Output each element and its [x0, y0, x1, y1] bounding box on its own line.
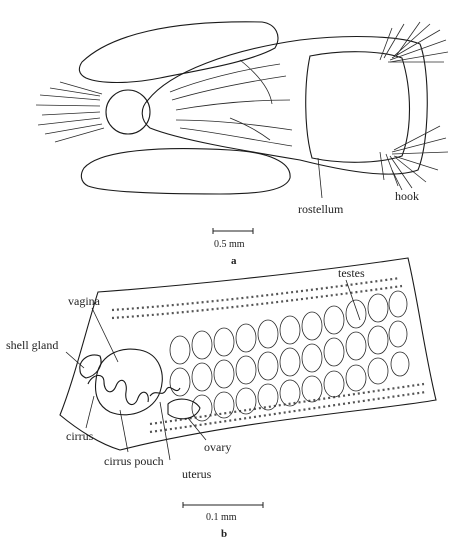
panel-letter-b: b	[221, 528, 227, 540]
scolex-body	[141, 35, 428, 175]
uterus-coil	[149, 386, 181, 397]
panel-a-drawing	[35, 21, 449, 199]
neck-fringe	[35, 81, 105, 143]
ovary-leader	[187, 417, 207, 441]
rostellum-leader	[317, 157, 323, 199]
striations	[169, 59, 293, 147]
cirrus-coil	[87, 374, 149, 406]
scale-bar-a	[212, 228, 254, 234]
shell-gland-leader	[65, 351, 85, 369]
vagina-leader	[91, 307, 119, 363]
panel-b-drawing	[59, 257, 437, 461]
uterus-leader	[159, 401, 171, 461]
label-rostellum: rostellum	[298, 202, 344, 216]
scale-bar-b	[182, 502, 264, 508]
panel-letter-a: a	[231, 255, 237, 267]
label-testes: testes	[338, 266, 365, 280]
cirrus-pouch-leader	[119, 409, 129, 453]
label-ovary: ovary	[204, 440, 231, 454]
scale-label-b: 0.1 mm	[206, 512, 237, 523]
lower-bothridium	[80, 148, 291, 195]
rostellum-outline	[305, 51, 410, 163]
cirrus-pouch-shape	[94, 348, 163, 416]
neck-bulb	[105, 89, 151, 135]
label-vagina: vagina	[68, 294, 101, 308]
hooks-upper	[379, 21, 449, 63]
label-cirrus-pouch: cirrus pouch	[104, 454, 164, 468]
label-hook: hook	[395, 189, 419, 203]
hooks-lower	[379, 125, 449, 189]
label-uterus: uterus	[182, 467, 212, 481]
proglottid-outline	[59, 257, 437, 451]
label-cirrus: cirrus	[66, 429, 94, 443]
ovary-shape	[167, 398, 201, 420]
shell-gland-shape	[79, 354, 102, 379]
testes-leader	[345, 279, 361, 321]
vitelline-band-top	[111, 276, 403, 320]
label-shell-gland: shell gland	[6, 338, 58, 352]
cirrus-leader	[85, 395, 95, 429]
testes-cluster	[169, 290, 410, 422]
upper-bothridium	[78, 21, 279, 83]
hook-leader	[391, 169, 403, 191]
scale-label-a: 0.5 mm	[214, 239, 245, 250]
vitelline-band-bottom	[149, 382, 427, 434]
